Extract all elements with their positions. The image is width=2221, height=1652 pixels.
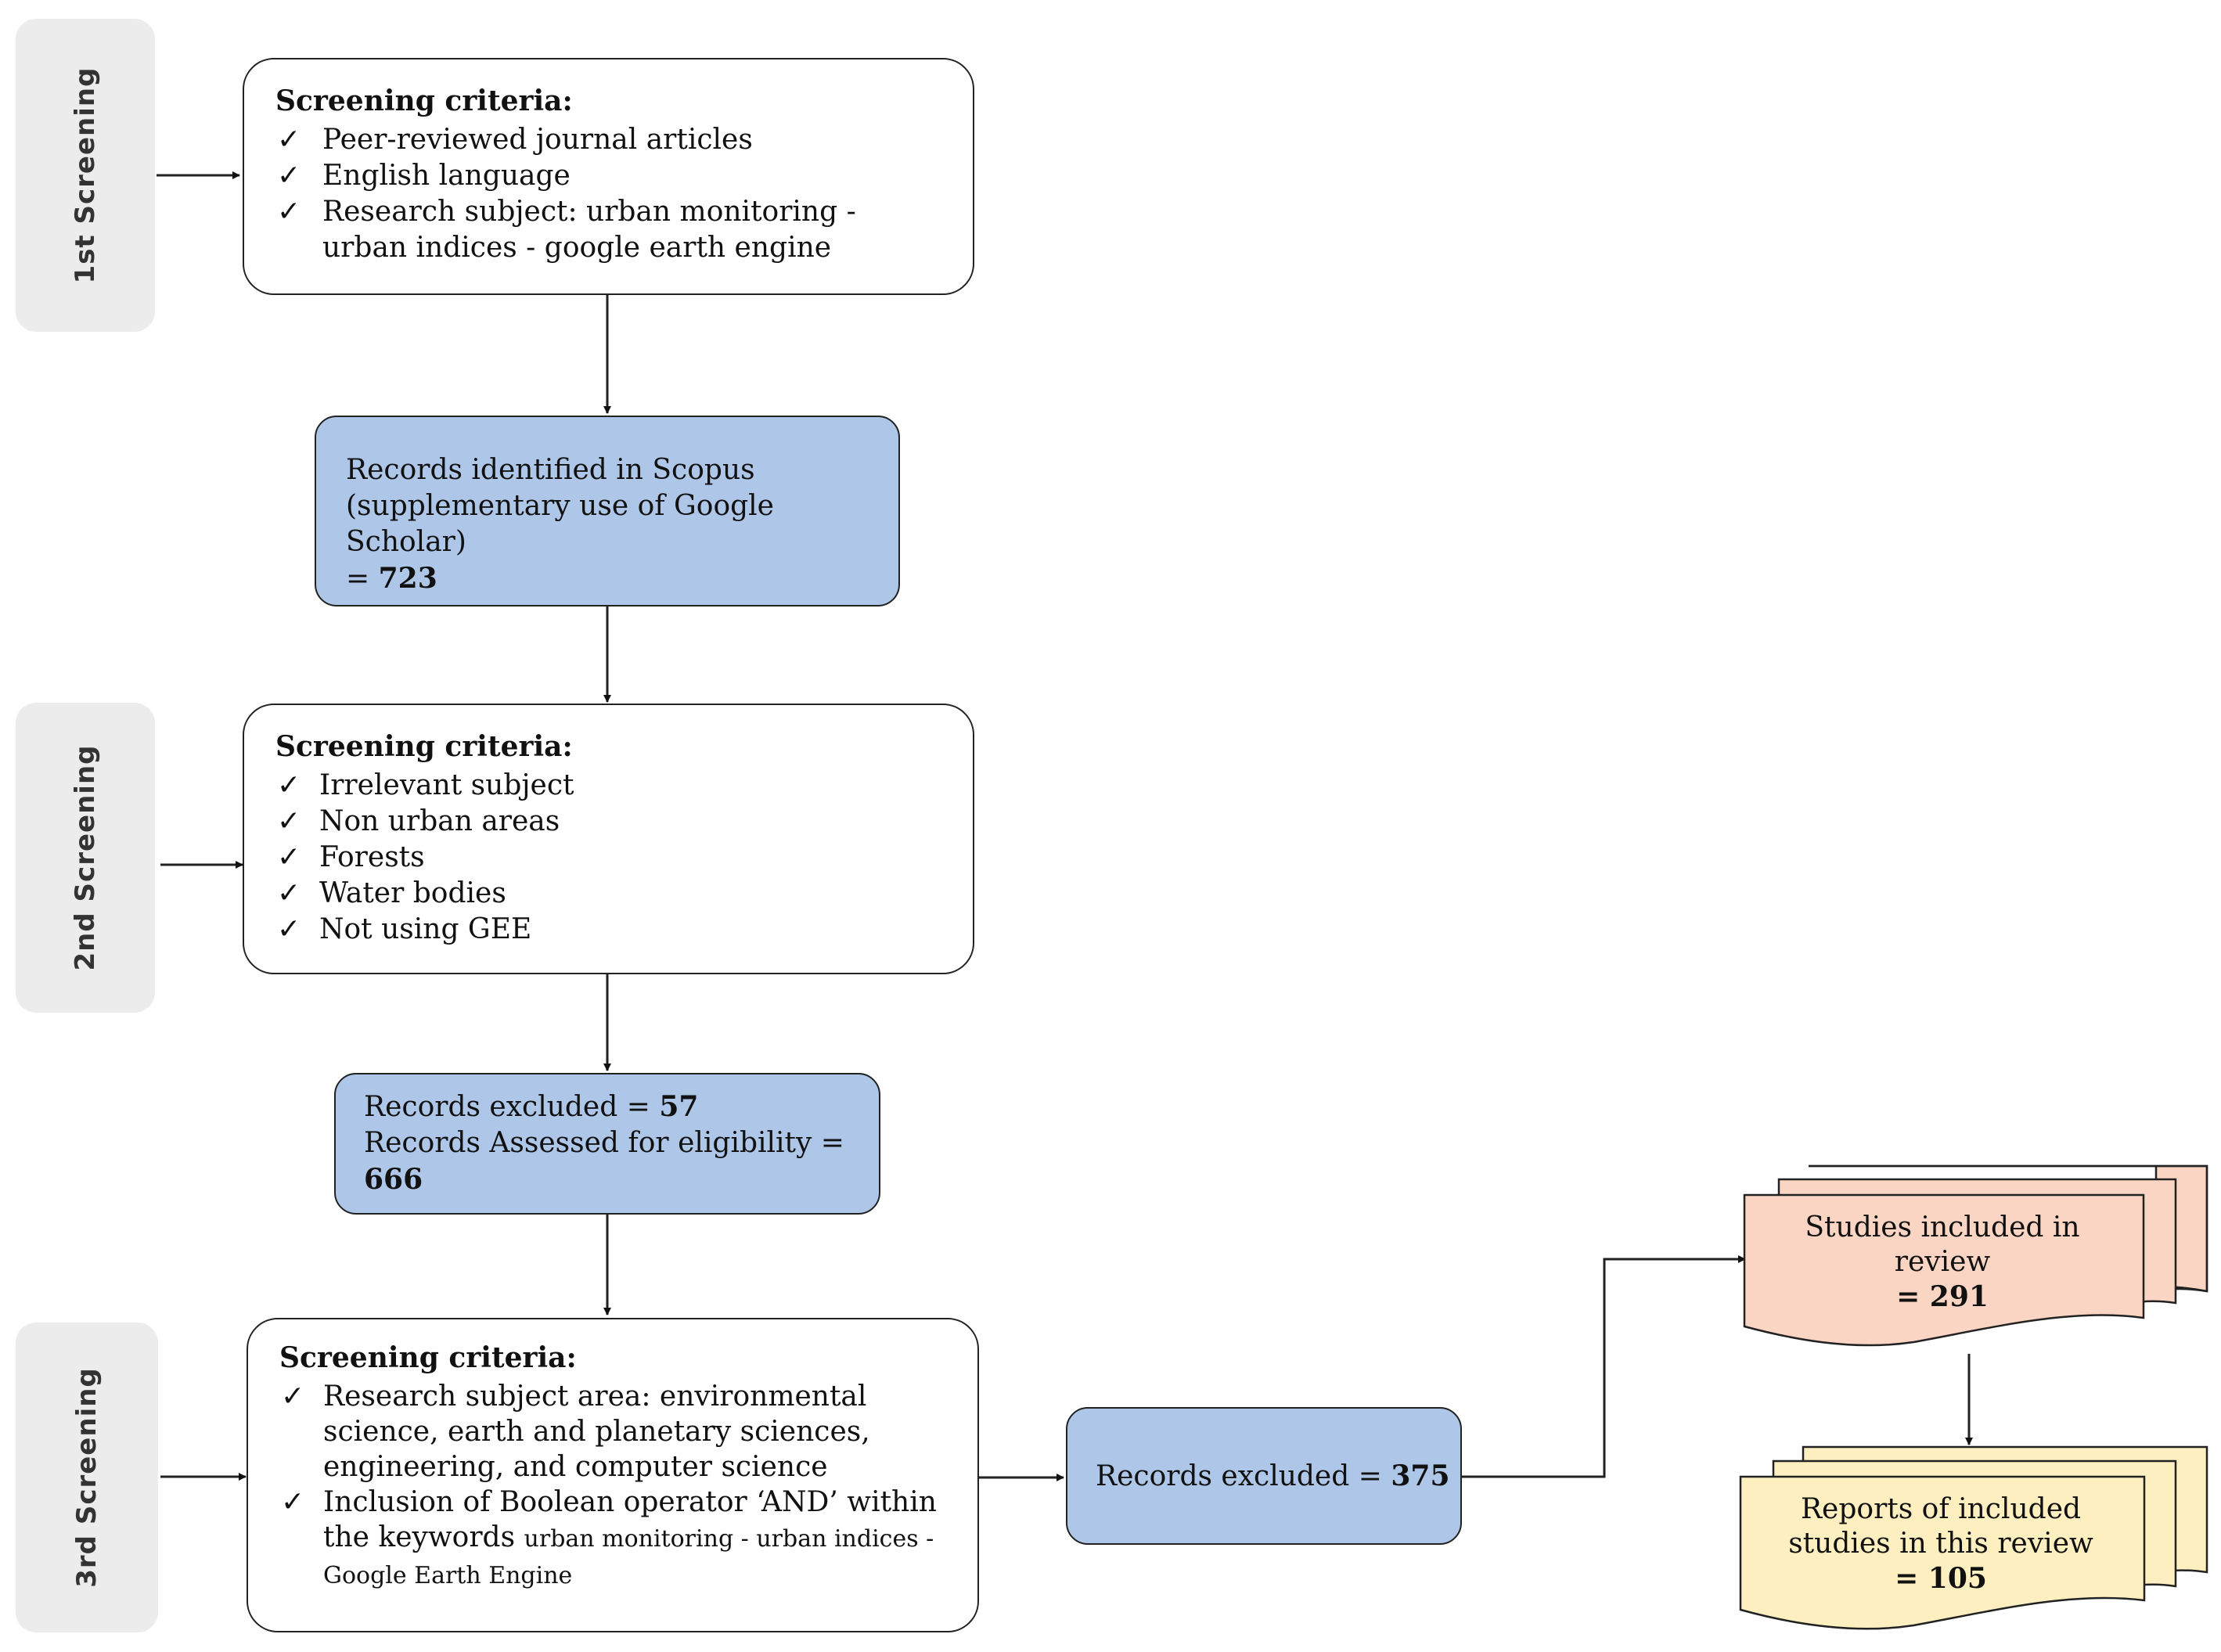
stage-label-first: 1st Screening — [70, 67, 101, 284]
studies-included-label: Studies included in review = 291 — [1741, 1211, 2144, 1314]
reports-included-doc-stack: Reports of included studies in this revi… — [1737, 1444, 2211, 1641]
criteria-title: Screening criteria: — [275, 730, 573, 763]
stage-tab-third: 3rd Screening — [16, 1323, 158, 1632]
reports-included-count: = 105 — [1895, 1562, 1987, 1595]
criteria-title: Screening criteria: — [275, 85, 573, 117]
check-icon: ✓ — [281, 1486, 305, 1518]
records-identified-box: Records identified in Scopus (supplement… — [315, 416, 900, 606]
criteria-item: ✓ Forests — [275, 840, 941, 876]
check-icon: ✓ — [277, 877, 301, 909]
document-stack-icon — [1739, 1445, 2208, 1630]
criteria-list: ✓Peer-reviewed journal articles ✓English… — [275, 122, 941, 266]
arrow-box6-to-doc1 — [1462, 1255, 1746, 1478]
check-icon: ✓ — [277, 160, 301, 192]
stage-label-second: 2nd Screening — [70, 744, 101, 971]
records-excluded-final-line: Records excluded = 375 — [1096, 1459, 1450, 1492]
stage-tab-second: 2nd Screening — [16, 703, 155, 1013]
criteria-item: ✓English language — [275, 158, 941, 194]
records-assessed-line: Records Assessed for eligibility = — [364, 1127, 844, 1159]
criteria-list: ✓Research subject area: environmental sc… — [279, 1379, 946, 1593]
screening-criteria-box-2: Screening criteria: ✓Irrelevant subject … — [243, 704, 974, 974]
studies-included-doc-stack: Studies included in review = 291 — [1741, 1162, 2211, 1358]
check-icon: ✓ — [277, 805, 301, 837]
check-icon: ✓ — [277, 841, 301, 873]
keywords-text: urban monitoring - urban indices - Googl… — [323, 1525, 934, 1589]
stage-label-third: 3rd Screening — [71, 1367, 103, 1588]
records-assessed-count: 666 — [364, 1163, 423, 1196]
criteria-item: ✓Research subject area: environmental sc… — [281, 1380, 870, 1483]
criteria-item: ✓Research subject: urban monitoring - ur… — [277, 196, 856, 264]
screening-criteria-box-3: Screening criteria: ✓Research subject ar… — [247, 1318, 979, 1632]
records-identified-line: Records identified in Scopus — [346, 454, 755, 486]
reports-included-label: Reports of included studies in this revi… — [1737, 1492, 2144, 1596]
criteria-title: Screening criteria: — [279, 1341, 577, 1374]
records-excluded-line: Records excluded = 57 — [364, 1090, 699, 1123]
records-excluded-final-box: Records excluded = 375 — [1066, 1407, 1462, 1545]
stage-tab-first: 1st Screening — [16, 19, 155, 332]
criteria-item: ✓Non urban areas — [275, 804, 941, 840]
criteria-item: ✓ Not using GEE — [275, 912, 941, 948]
check-icon: ✓ — [281, 1380, 305, 1413]
records-identified-count: = 723 — [346, 562, 437, 595]
check-icon: ✓ — [277, 196, 301, 228]
criteria-item: ✓Inclusion of Boolean operator ‘AND’ wit… — [281, 1486, 937, 1589]
studies-included-count: = 291 — [1896, 1280, 1989, 1313]
criteria-item: ✓Water bodies — [275, 876, 941, 912]
document-stack-icon — [1743, 1164, 2208, 1347]
records-excluded-assessed-box: Records excluded = 57 Records Assessed f… — [334, 1073, 880, 1215]
criteria-item: ✓Peer-reviewed journal articles — [275, 122, 941, 158]
check-icon: ✓ — [277, 913, 301, 945]
check-icon: ✓ — [277, 124, 301, 156]
criteria-item: ✓Irrelevant subject — [275, 768, 941, 804]
screening-criteria-box-1: Screening criteria: ✓Peer-reviewed journ… — [243, 58, 974, 295]
records-identified-source: (supplementary use of Google Scholar) — [346, 490, 774, 558]
check-icon: ✓ — [277, 769, 301, 801]
criteria-list: ✓Irrelevant subject ✓Non urban areas ✓ F… — [275, 768, 941, 948]
